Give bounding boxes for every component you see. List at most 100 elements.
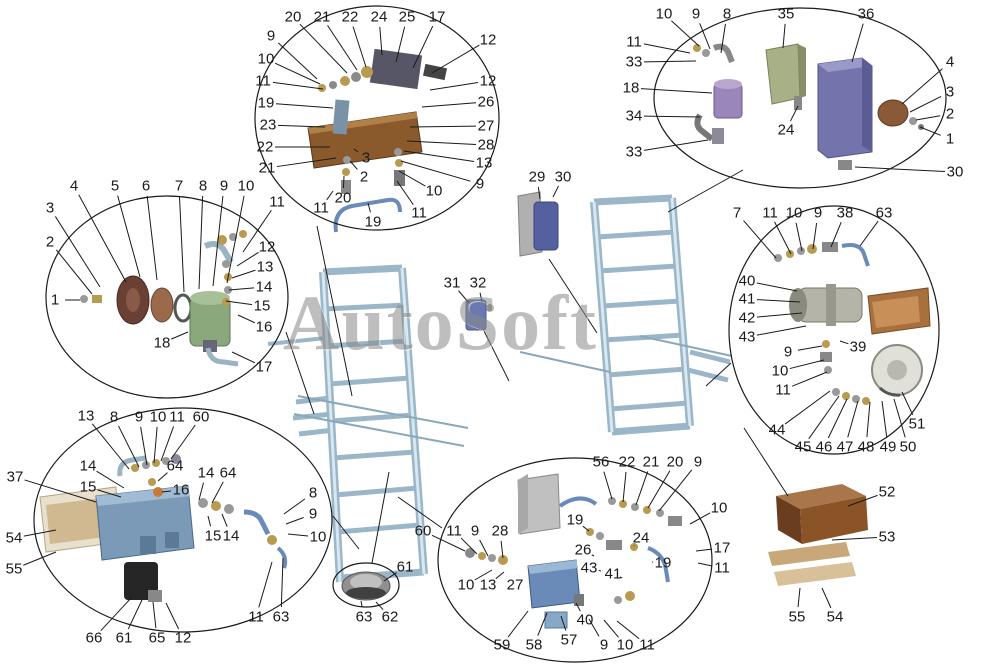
group-ellipse	[33, 407, 333, 633]
callout-line	[117, 195, 141, 278]
callout-line	[500, 540, 504, 559]
connector-line	[743, 427, 789, 497]
callout-line	[421, 102, 477, 108]
callout-line	[431, 534, 466, 552]
part-group-bottom-right	[768, 484, 868, 586]
part-number-label: 43	[738, 328, 756, 346]
part-number-label: 27	[506, 576, 524, 594]
callout-line	[784, 390, 831, 425]
part-number-label: 26	[574, 541, 592, 559]
callout-line	[582, 525, 590, 532]
part-number-label: 17	[428, 8, 446, 26]
part-61-62-63	[341, 571, 391, 601]
part-number-label: 9	[813, 204, 823, 222]
callout-line	[689, 512, 711, 525]
part-number-label: 15	[79, 478, 97, 496]
callout-line	[127, 599, 143, 630]
callout-line	[479, 539, 489, 557]
part-number-label: 9	[691, 5, 701, 23]
callout-line	[91, 423, 130, 470]
part-number-label: 63	[272, 608, 290, 626]
callout-line	[231, 269, 256, 279]
part-number-label: 28	[477, 136, 495, 154]
part-number-label: 61	[396, 558, 414, 576]
part-number-label: 2	[945, 105, 955, 123]
part-number-label: 40	[738, 272, 756, 290]
long-rods	[293, 335, 733, 447]
callout-line	[272, 81, 324, 90]
callout-line	[157, 472, 168, 482]
part-number-label: 12	[479, 72, 497, 90]
callout-line	[211, 481, 224, 504]
connector-lines-layer	[285, 169, 789, 564]
part-number-label: 10	[149, 408, 167, 426]
part-number-label: 10	[710, 499, 728, 517]
part-number-label: 13	[256, 258, 274, 276]
group-ellipse	[45, 195, 289, 399]
part-number-label: 64	[166, 457, 184, 475]
callout-line	[299, 23, 348, 74]
callout-line	[198, 482, 204, 501]
part-number-label: 11	[714, 559, 730, 577]
callout-line	[221, 513, 228, 527]
callout-line	[901, 391, 914, 416]
callout-line	[285, 517, 304, 525]
callout-line	[342, 175, 345, 189]
part-number-label: 62	[381, 608, 399, 626]
part-number-label: 22	[256, 138, 274, 156]
part-number-label: 18	[153, 334, 171, 352]
callout-line	[277, 42, 318, 80]
part-number-label: 9	[308, 505, 318, 523]
callout-line	[789, 359, 825, 370]
part-number-label: 60	[192, 408, 210, 426]
callout-line	[797, 345, 823, 351]
callout-line	[352, 26, 367, 68]
part-number-label: 10	[257, 50, 275, 68]
callout-line	[152, 601, 157, 629]
part-fittings-below-plate	[333, 148, 405, 233]
part-group-bottom-left	[39, 454, 288, 602]
part-number-label: 45	[794, 438, 812, 456]
callout-line	[327, 25, 358, 71]
part-number-label: 9	[470, 522, 480, 540]
part-number-label: 1	[945, 130, 955, 148]
callout-line	[909, 96, 942, 113]
callout-line	[96, 470, 125, 489]
connector-line	[285, 331, 315, 415]
callout-line	[603, 471, 613, 500]
part-number-label: 9	[219, 177, 229, 195]
callout-line	[283, 498, 306, 515]
part-number-label: 48	[857, 438, 875, 456]
part-number-label: 43	[580, 559, 598, 577]
connector-line	[483, 330, 510, 382]
part-number-label: 22	[618, 453, 636, 471]
callout-line	[277, 124, 326, 128]
callout-line	[198, 195, 204, 290]
callout-line	[808, 395, 840, 440]
part-number-label: 57	[560, 631, 578, 649]
part-number-label: 16	[172, 481, 190, 499]
part-number-label: 21	[642, 453, 660, 471]
part-number-label: 18	[622, 79, 640, 97]
callout-line	[795, 222, 803, 252]
callout-line	[881, 400, 888, 438]
part-number-label: 38	[836, 204, 854, 222]
part-number-label: 20	[666, 453, 684, 471]
part-number-label: 2	[45, 233, 55, 251]
callout-line	[429, 82, 479, 91]
callout-line	[275, 103, 334, 109]
part-number-label: 9	[134, 408, 144, 426]
part-number-label: 63	[355, 608, 373, 626]
callout-line	[537, 612, 548, 636]
callout-line	[797, 587, 801, 608]
part-number-label: 2	[359, 168, 369, 186]
part-number-label: 66	[85, 629, 103, 647]
callout-line	[226, 195, 245, 284]
part-number-label: 44	[768, 421, 786, 439]
part-number-label: 40	[576, 611, 594, 629]
connector-line	[548, 258, 598, 334]
callout-line	[274, 62, 321, 85]
callout-line	[893, 398, 906, 438]
part-number-label: 10	[771, 362, 789, 380]
